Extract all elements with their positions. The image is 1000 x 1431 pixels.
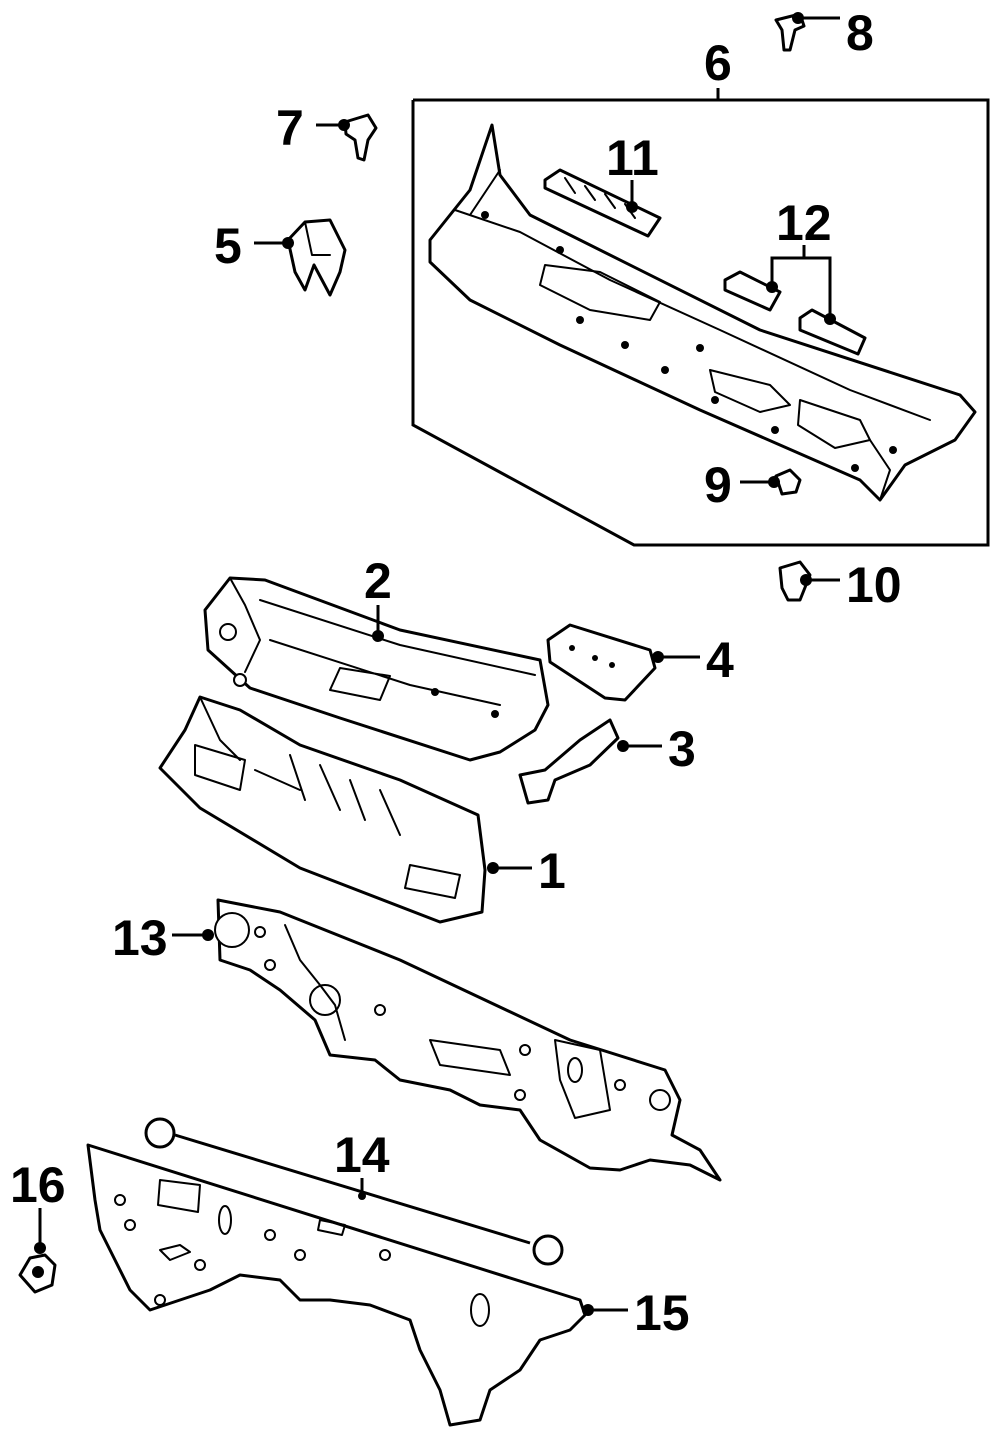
part-11-seal	[543, 168, 662, 238]
callout-12: 12	[776, 195, 832, 251]
callout-labels: 1 2 3 4 5 6 7 8 9 10 11 12 13 14 15 16	[10, 5, 902, 1341]
part-5-bracket	[286, 218, 347, 297]
part-12-seals	[723, 270, 867, 356]
callout-6: 6	[704, 35, 732, 91]
callout-15: 15	[634, 1285, 690, 1341]
callout-4: 4	[706, 632, 734, 688]
part-14-insulator	[86, 1143, 587, 1427]
callout-10: 10	[846, 557, 902, 613]
callout-7: 7	[276, 100, 304, 156]
part-3-brace	[518, 718, 620, 805]
callout-3: 3	[668, 721, 696, 777]
callout-11: 11	[606, 130, 659, 186]
callout-8: 8	[846, 5, 874, 61]
callout-1: 1	[538, 843, 566, 899]
callout-13: 13	[112, 910, 168, 966]
callout-16: 16	[10, 1157, 66, 1213]
callout-5: 5	[214, 218, 242, 274]
part-9-nut	[774, 468, 802, 496]
part-2-cowl-upper	[203, 576, 550, 762]
callout-9: 9	[704, 457, 732, 513]
part-6-cowl-panel	[428, 123, 977, 502]
leader-lines	[34, 12, 840, 1316]
part-4-bracket	[546, 623, 657, 702]
part-6-group-box	[411, 88, 990, 547]
part-1-cowl-lower	[158, 695, 487, 924]
callout-2: 2	[364, 553, 392, 609]
part-16-fastener	[18, 1253, 57, 1294]
part-13-dash-panel	[214, 898, 722, 1182]
callout-14: 14	[334, 1127, 390, 1183]
part-10-grommet	[778, 560, 812, 602]
part-7-clip	[343, 113, 378, 162]
part-14-plugs	[144, 1117, 564, 1266]
